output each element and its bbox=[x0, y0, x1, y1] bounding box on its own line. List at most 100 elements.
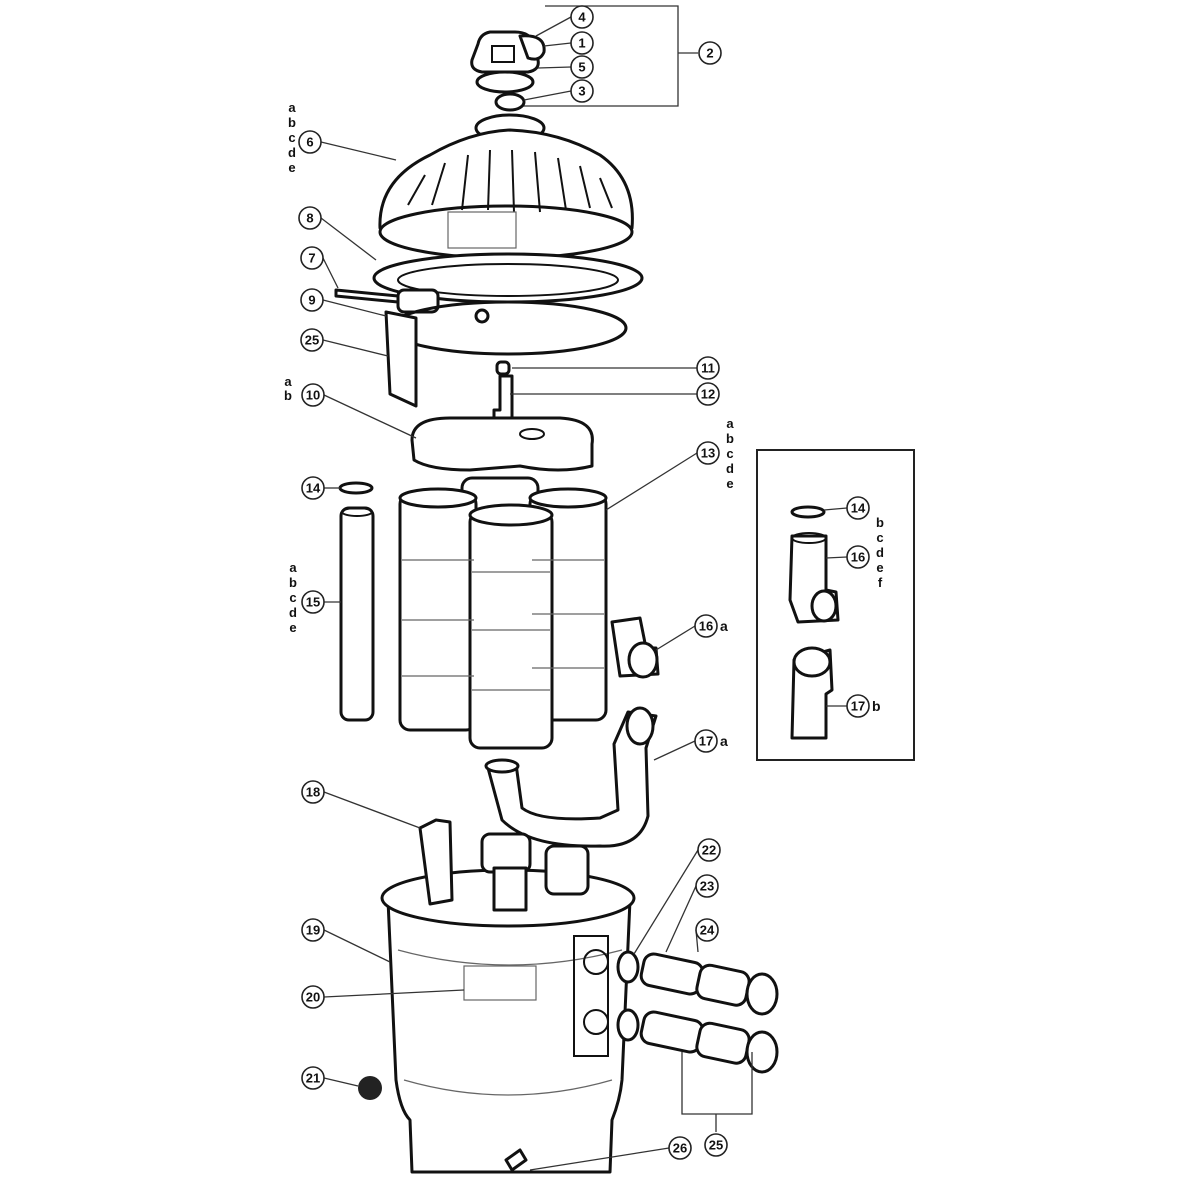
callout-number: 10 bbox=[306, 388, 320, 403]
leader-line bbox=[323, 394, 417, 439]
callout-number: 7 bbox=[308, 251, 315, 266]
callout-7: 7 bbox=[300, 246, 324, 270]
callout-number: 8 bbox=[306, 211, 313, 226]
leader-line bbox=[543, 42, 572, 47]
callout-number: 1 bbox=[578, 36, 585, 51]
leader-line bbox=[323, 929, 391, 963]
callout-circle bbox=[301, 780, 325, 804]
callout-10: 10 bbox=[301, 383, 325, 407]
leader-line bbox=[323, 989, 465, 998]
callout-number: 14 bbox=[306, 481, 321, 496]
callout-20: 20 bbox=[301, 985, 325, 1009]
callout-circle bbox=[300, 246, 324, 270]
leader-line bbox=[653, 740, 696, 761]
callout-4: 4 bbox=[570, 5, 594, 29]
leader-line bbox=[323, 1077, 359, 1087]
callout-25b: 25 bbox=[704, 1133, 728, 1157]
callout-number: 26 bbox=[673, 1141, 687, 1156]
variant-letter: c bbox=[288, 130, 295, 145]
callout-18: 18 bbox=[301, 780, 325, 804]
callout-circle bbox=[570, 79, 594, 103]
callout-number: 20 bbox=[306, 990, 320, 1005]
leader-line bbox=[323, 791, 421, 829]
leader-line bbox=[605, 452, 698, 511]
callout-number: 2 bbox=[706, 46, 713, 61]
leader-line bbox=[655, 625, 696, 651]
callout-26: 26 bbox=[668, 1136, 692, 1160]
callout-19: 19 bbox=[301, 918, 325, 942]
callout-circle bbox=[301, 383, 325, 407]
valve-assembly bbox=[470, 30, 546, 112]
callout-12: 12 bbox=[696, 382, 720, 406]
callout-13: 13 bbox=[696, 441, 720, 465]
callout-circle bbox=[696, 441, 720, 465]
callout-circle bbox=[570, 31, 594, 55]
callout-i14: 14 bbox=[846, 496, 870, 520]
callout-variant-suffix: b bbox=[872, 698, 881, 714]
variant-letter: b bbox=[289, 575, 297, 590]
variant-letter: a bbox=[284, 374, 292, 389]
callout-number: 24 bbox=[700, 923, 715, 938]
callout-22: 22 bbox=[697, 838, 721, 862]
variant-letter: b bbox=[726, 431, 734, 446]
callout-21: 21 bbox=[301, 1066, 325, 1090]
leader-line bbox=[523, 90, 572, 101]
callout-number: 5 bbox=[578, 60, 585, 75]
callout-circle bbox=[694, 729, 718, 753]
callout-circle bbox=[298, 206, 322, 230]
callout-circle bbox=[301, 476, 325, 500]
callout-number: 3 bbox=[578, 84, 585, 99]
inset-parts bbox=[788, 505, 840, 740]
callout-circle bbox=[570, 5, 594, 29]
variant-letter: b bbox=[288, 115, 296, 130]
callout-5: 5 bbox=[570, 55, 594, 79]
clamp-ring bbox=[334, 252, 644, 408]
callout-circle bbox=[846, 545, 870, 569]
callout-circle bbox=[696, 382, 720, 406]
center-tube bbox=[339, 506, 375, 722]
callout-3: 3 bbox=[570, 79, 594, 103]
callout-number: 16 bbox=[699, 619, 713, 634]
callout-circle bbox=[704, 1133, 728, 1157]
callout-circle bbox=[668, 1136, 692, 1160]
callout-25a: 25 bbox=[300, 328, 324, 352]
callout-circle bbox=[298, 130, 322, 154]
callout-2: 2 bbox=[698, 41, 722, 65]
variant-letter: c bbox=[876, 530, 883, 545]
leader-line bbox=[825, 556, 848, 559]
variant-letter: e bbox=[726, 476, 733, 491]
callout-i16: 16 bbox=[846, 545, 870, 569]
callout-number: 19 bbox=[306, 923, 320, 938]
leader-line bbox=[320, 141, 397, 161]
variant-letter: a bbox=[288, 100, 296, 115]
callout-11: 11 bbox=[696, 356, 720, 380]
callout-circle bbox=[300, 288, 324, 312]
drain-plug bbox=[358, 1076, 382, 1100]
callout-number: 22 bbox=[702, 843, 716, 858]
pipe-17a bbox=[486, 710, 658, 848]
callout-9: 9 bbox=[300, 288, 324, 312]
variant-letter: d bbox=[876, 545, 884, 560]
variant-letter: a bbox=[726, 416, 734, 431]
variant-letter: c bbox=[726, 446, 733, 461]
variant-letter: c bbox=[289, 590, 296, 605]
callout-circle bbox=[697, 838, 721, 862]
bracket-25 bbox=[681, 1052, 753, 1132]
variant-letter: d bbox=[288, 145, 296, 160]
callout-number: 18 bbox=[306, 785, 320, 800]
callout-number: 25 bbox=[709, 1138, 723, 1153]
variant-letter: e bbox=[288, 160, 295, 175]
callout-variant-suffix: a bbox=[720, 618, 728, 634]
callout-variant-suffix: a bbox=[720, 733, 728, 749]
callout-number: 15 bbox=[306, 595, 320, 610]
callout-number: 13 bbox=[701, 446, 715, 461]
leader-line bbox=[535, 16, 572, 37]
variant-letter: d bbox=[289, 605, 297, 620]
variant-letter: e bbox=[876, 560, 883, 575]
variant-letter: e bbox=[289, 620, 296, 635]
callout-number: 25 bbox=[305, 333, 319, 348]
callout-number: 11 bbox=[701, 361, 715, 376]
callout-circle bbox=[301, 590, 325, 614]
